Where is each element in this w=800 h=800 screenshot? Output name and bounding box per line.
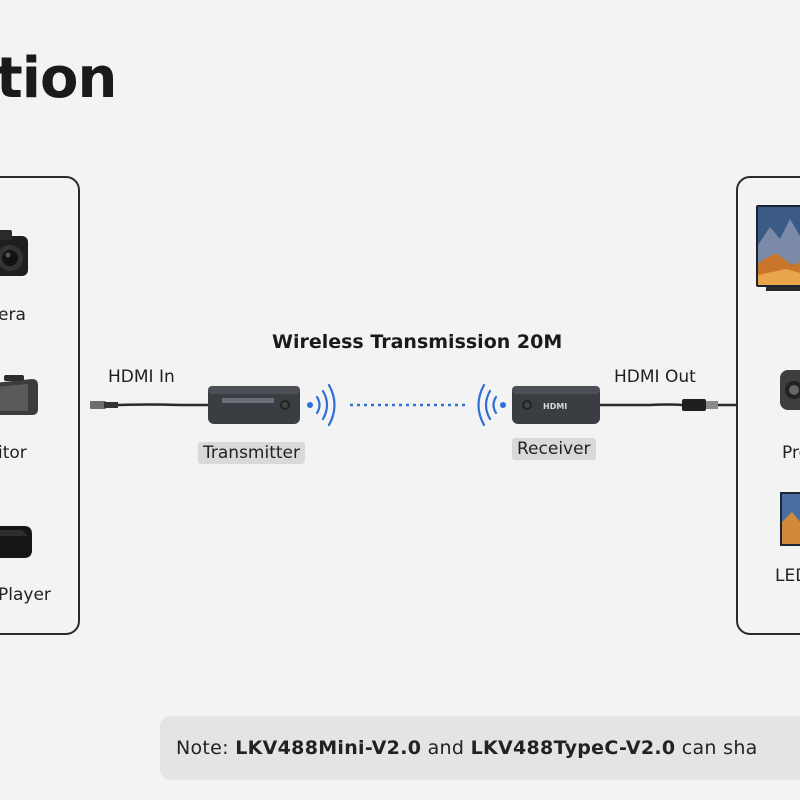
source-label-player: Player xyxy=(0,585,51,605)
led-display-icon xyxy=(780,492,800,546)
hdmi-out-label: HDMI Out xyxy=(614,367,696,387)
media-player-icon xyxy=(0,526,32,558)
source-label-camera: era xyxy=(0,305,26,325)
camera-icon xyxy=(0,230,28,276)
monitor-icon xyxy=(0,375,38,415)
note-model-1: LKV488Mini-V2.0 xyxy=(235,737,422,759)
receiver-device xyxy=(512,386,600,424)
hdmi-in-cable xyxy=(90,401,210,409)
hdmi-out-cable xyxy=(600,399,736,411)
source-label-monitor: itor xyxy=(0,443,27,463)
note-middle: and xyxy=(421,737,471,759)
receiver-signal-icon xyxy=(477,383,506,427)
transmitter-signal-icon xyxy=(307,383,336,427)
display-label-led: LED xyxy=(775,566,800,586)
note-suffix: can sha xyxy=(675,737,758,759)
note-box xyxy=(160,716,800,780)
hdmi-in-label: HDMI In xyxy=(108,367,175,387)
projector-icon xyxy=(780,370,800,410)
note-text: Note: LKV488Mini-V2.0 and LKV488TypeC-V2… xyxy=(176,737,758,759)
note-model-2: LKV488TypeC-V2.0 xyxy=(470,737,676,759)
receiver-marking: HDMI xyxy=(543,402,568,411)
note-prefix: Note: xyxy=(176,737,236,759)
transmission-diagram xyxy=(90,383,736,427)
wireless-transmission-title: Wireless Transmission 20M xyxy=(272,331,563,353)
page-title: tion xyxy=(0,46,117,111)
transmitter-device xyxy=(208,386,300,424)
receiver-tag: Receiver xyxy=(512,438,596,460)
tv-icon xyxy=(756,205,800,291)
display-label-projector: Pro xyxy=(782,443,800,463)
transmitter-tag: Transmitter xyxy=(198,442,305,464)
